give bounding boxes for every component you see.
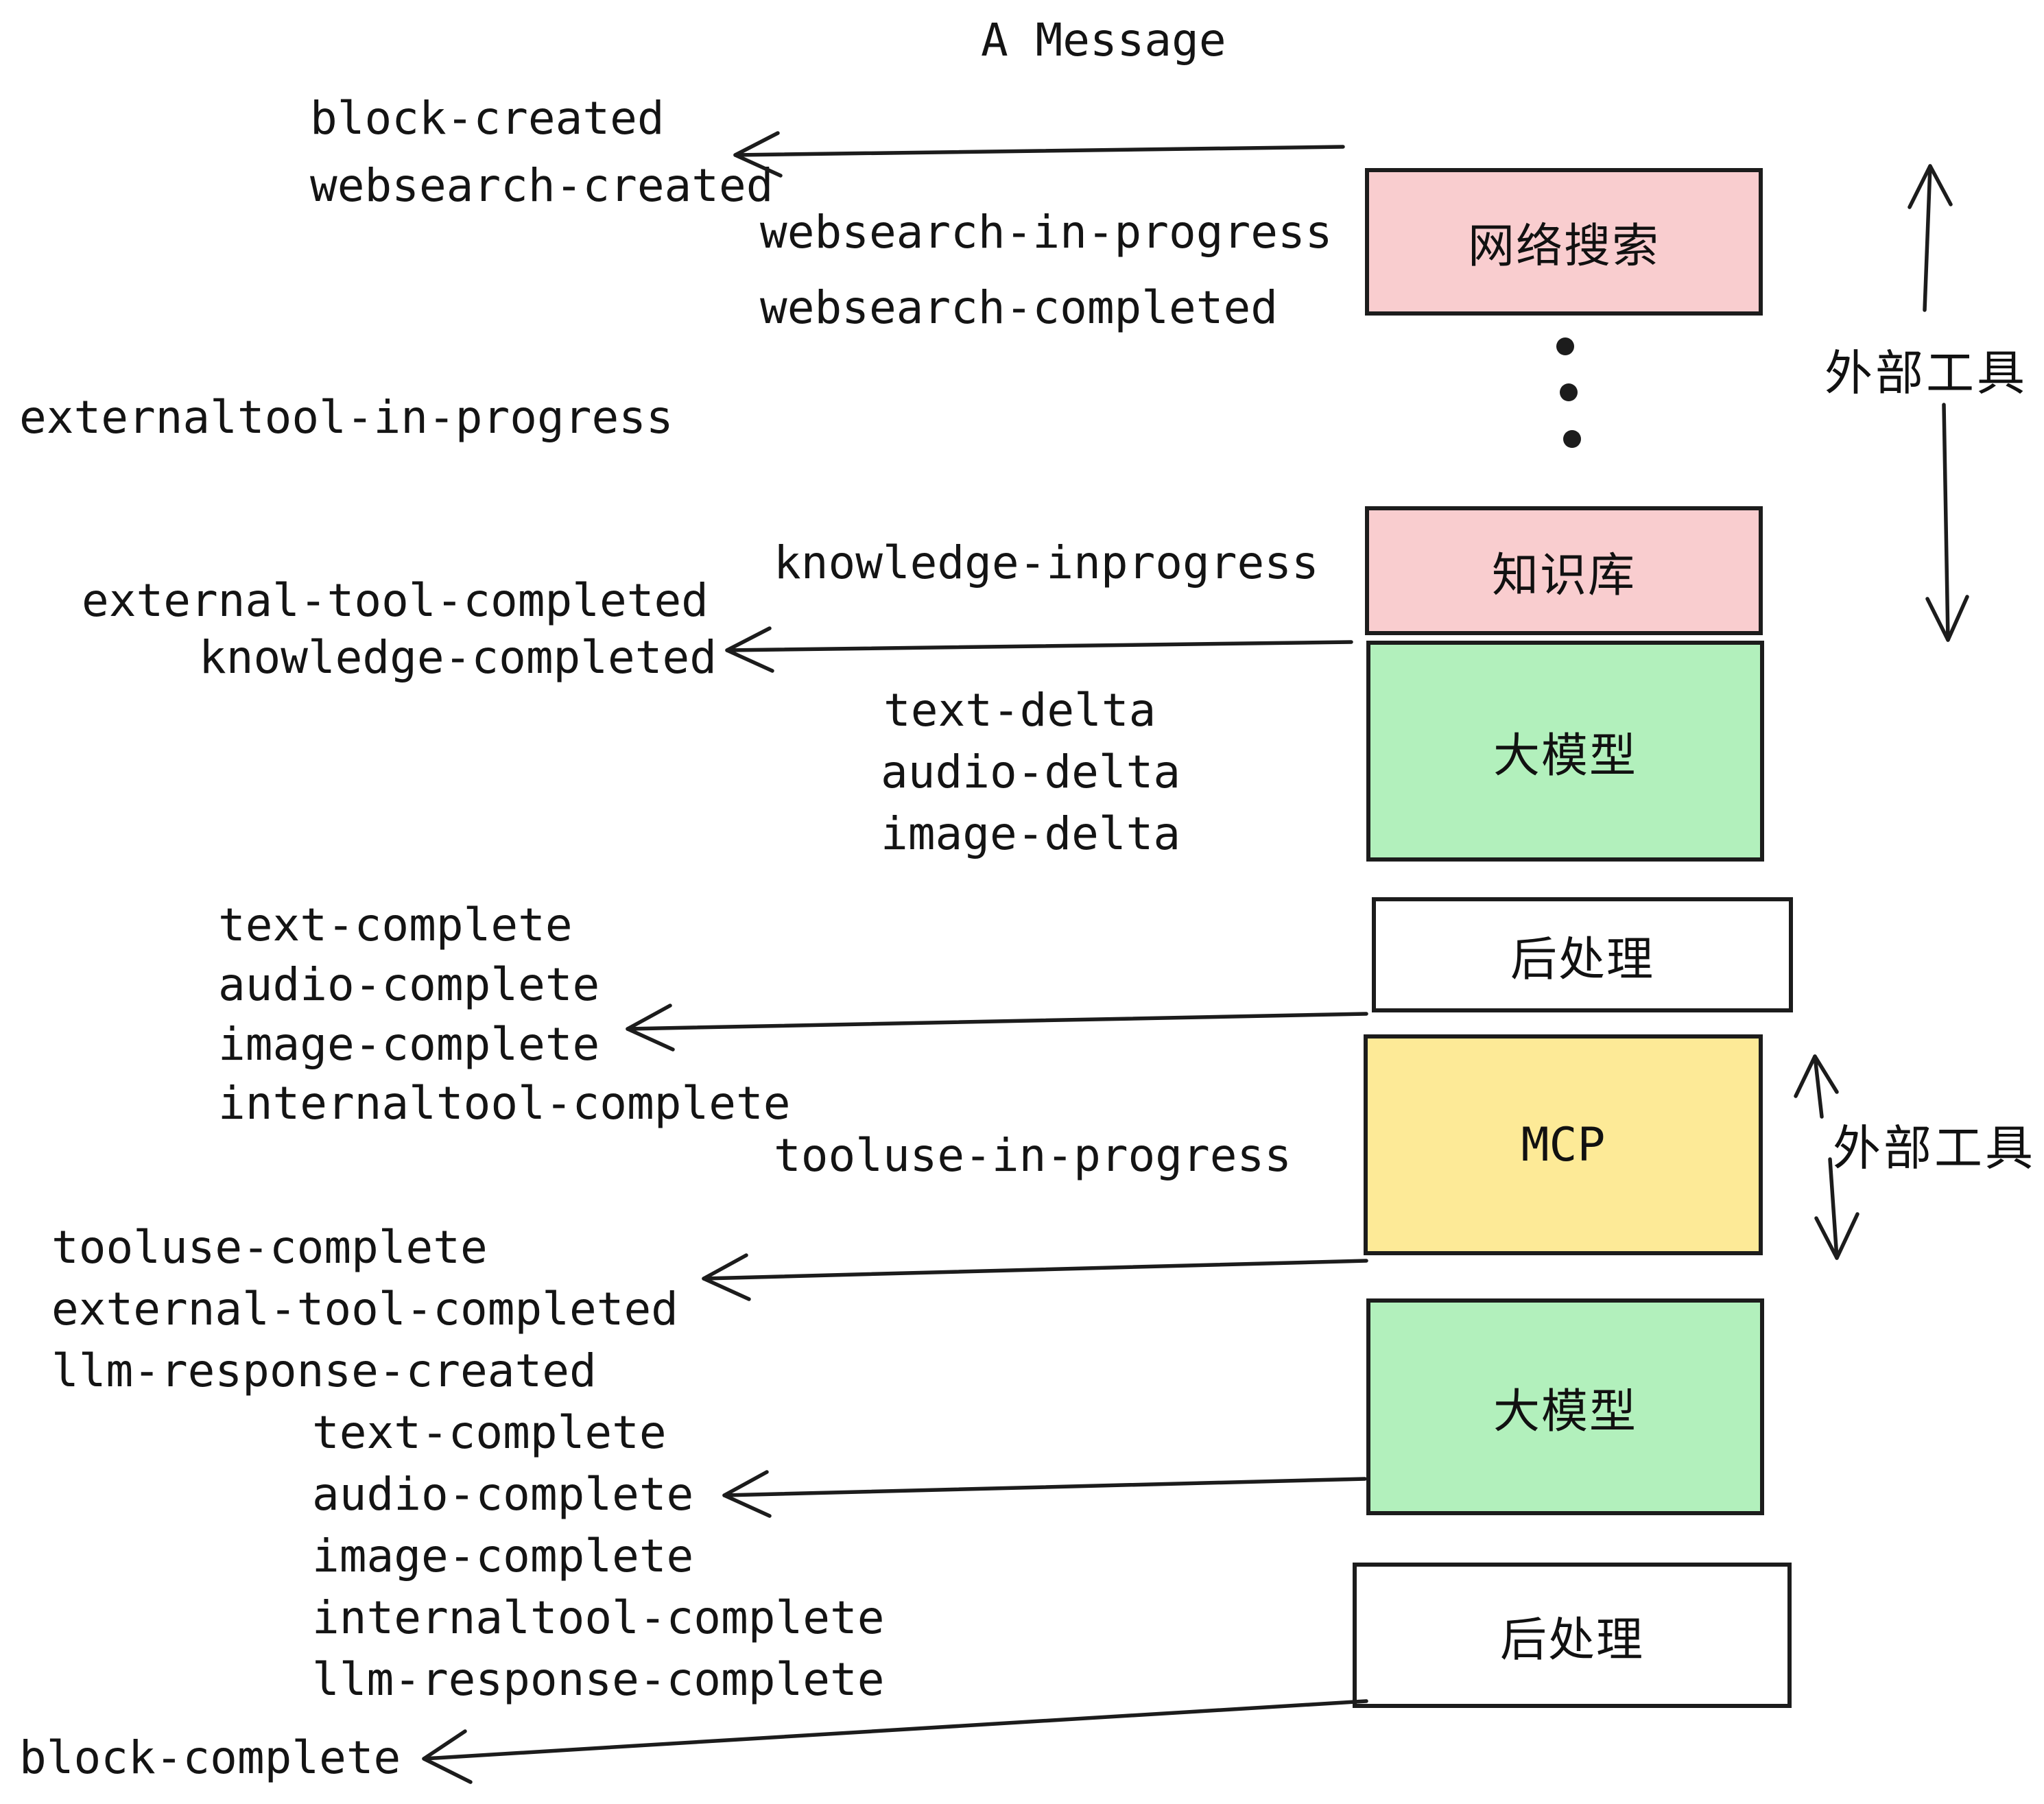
event-label-block-created: block-created <box>310 92 665 145</box>
event-label-tooluse-complete: tooluse-complete <box>51 1221 488 1274</box>
event-label-external-tool-completed-2: external-tool-completed <box>51 1283 678 1336</box>
arrow-left-image-complete-icon <box>626 1004 1368 1052</box>
event-label-websearch-completed: websearch-completed <box>760 281 1278 334</box>
vertical-ellipsis-dots <box>1556 337 1581 448</box>
box-mcp-label: MCP <box>1521 1117 1606 1172</box>
event-label-llm-response-complete: llm-response-complete <box>312 1653 885 1706</box>
event-label-tooluse-in-progress: tooluse-in-progress <box>774 1129 1292 1182</box>
box-post-1-label: 后处理 <box>1510 932 1654 987</box>
event-label-audio-complete-2: audio-complete <box>312 1468 694 1521</box>
arrow-left-websearch-created-icon <box>733 131 1345 178</box>
box-knowledge-label: 知识库 <box>1491 548 1636 603</box>
box-llm-1: 大模型 <box>1366 641 1764 862</box>
diagram-title: A Message <box>981 14 1226 67</box>
box-websearch: 网络搜索 <box>1365 168 1763 316</box>
event-label-websearch-created: websearch-created <box>310 159 774 212</box>
arrow-left-tooluse-complete-icon <box>702 1253 1368 1301</box>
box-llm-2: 大模型 <box>1366 1298 1764 1515</box>
event-label-external-tool-completed: external-tool-completed <box>82 574 709 627</box>
event-label-internaltool-complete-1: internaltool-complete <box>218 1077 791 1130</box>
event-label-websearch-in-progress: websearch-in-progress <box>760 206 1333 259</box>
external-tools-span-up-arrow-icon <box>1908 164 1953 312</box>
event-label-llm-response-created: llm-response-created <box>51 1344 597 1397</box>
event-label-text-complete-2: text-complete <box>312 1406 667 1459</box>
event-label-block-complete: block-complete <box>19 1731 401 1784</box>
box-post-2-label: 后处理 <box>1499 1613 1644 1667</box>
event-label-text-delta-1: text-delta <box>883 684 1156 737</box>
external-tools-span-down-arrow-icon <box>1925 403 1969 642</box>
box-llm-1-label: 大模型 <box>1493 728 1637 783</box>
event-label-externaltool-in-progress: externaltool-in-progress <box>19 391 674 444</box>
event-label-image-delta-1: image-delta <box>881 807 1181 860</box>
event-label-internaltool-complete-2: internaltool-complete <box>312 1591 885 1644</box>
event-label-text-complete-1: text-complete <box>218 899 573 951</box>
box-post-1: 后处理 <box>1372 897 1793 1012</box>
box-llm-2-label: 大模型 <box>1493 1384 1637 1439</box>
arrow-left-block-complete-icon <box>422 1699 1368 1784</box>
arrow-left-knowledge-completed-icon <box>725 626 1353 673</box>
event-label-audio-complete-1: audio-complete <box>218 958 600 1011</box>
external-tools-label-2: 外部工具 <box>1833 1120 2036 1176</box>
external-tools-label-1: 外部工具 <box>1825 345 2028 401</box>
arrow-left-audio-complete-icon <box>722 1470 1367 1518</box>
event-label-audio-delta-1: audio-delta <box>881 746 1181 798</box>
event-label-knowledge-inprogress: knowledge-inprogress <box>774 536 1319 589</box>
box-post-2: 后处理 <box>1353 1563 1792 1708</box>
box-knowledge: 知识库 <box>1365 506 1763 635</box>
box-websearch-label: 网络搜索 <box>1467 219 1660 274</box>
event-label-image-complete-2: image-complete <box>312 1530 694 1582</box>
mcp-external-tools-span-up-arrow-icon <box>1794 1054 1839 1119</box>
box-mcp: MCP <box>1364 1034 1763 1255</box>
event-label-image-complete-1: image-complete <box>218 1018 600 1071</box>
event-label-knowledge-completed: knowledge-completed <box>199 631 717 684</box>
